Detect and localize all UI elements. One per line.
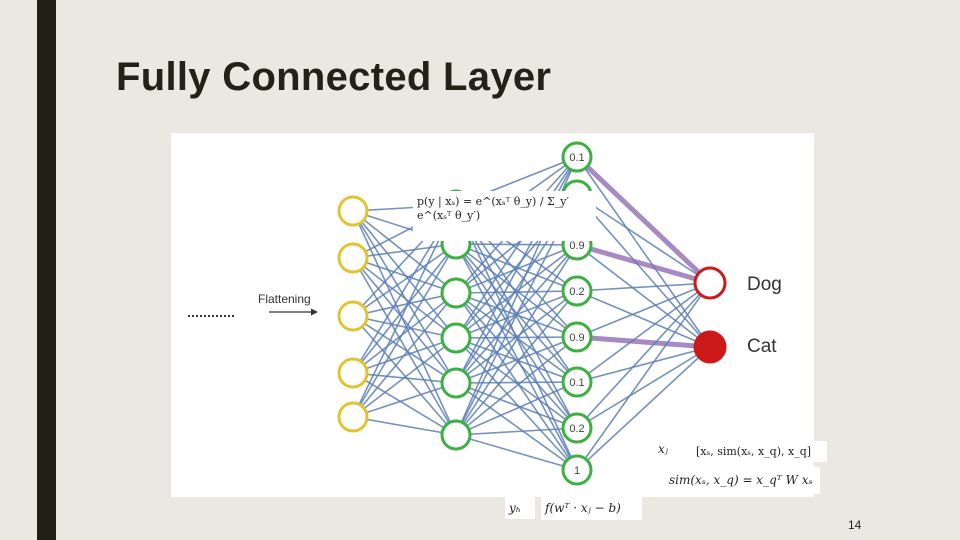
edge-input-hidden1 <box>352 292 457 418</box>
concat-label: xⱼ <box>655 442 675 460</box>
edge-hidden2-output <box>576 194 711 348</box>
edge-hidden1-hidden2 <box>455 243 578 471</box>
edge-hidden1-hidden2 <box>455 382 578 471</box>
output-formula: f(wᵀ · xⱼ − b) <box>541 496 642 520</box>
hidden2-node-value: 0.9 <box>569 332 584 344</box>
edge-hidden2-output <box>576 282 711 338</box>
output-formula-label: yₕ <box>505 497 535 519</box>
edge-hidden2-output <box>576 290 711 348</box>
hidden2-node <box>561 141 593 173</box>
concat-formula: [xₛ, sim(xₛ, x_q), x_q] <box>692 441 827 462</box>
edge-input-hidden1 <box>352 416 457 436</box>
input-node <box>337 300 369 332</box>
edge-hidden1-hidden2 <box>455 290 578 384</box>
hidden2-node <box>561 275 593 307</box>
softmax-formula-text: p(y | xₛ) = e^(xₛᵀ θ_y) / Σ_y′ e^(xₛᵀ θ_… <box>417 195 570 222</box>
output-label-cat: Cat <box>747 336 777 357</box>
edge-hidden2-output <box>576 346 711 383</box>
hidden2-node-value: 0.9 <box>569 240 584 252</box>
flatten-arrowhead <box>311 308 318 316</box>
slide-side-bar <box>37 0 56 540</box>
highlight-edge <box>575 155 712 285</box>
edge-input-hidden1 <box>352 292 457 374</box>
page-number: 14 <box>848 518 862 532</box>
highlight-edge <box>576 242 711 286</box>
edge-hidden2-output <box>576 282 711 429</box>
similarity-formula: sim(xₛ, x_q) = x_qᵀ W xₛ <box>664 467 820 494</box>
edge-input-hidden1 <box>352 257 457 294</box>
input-node <box>337 195 369 227</box>
hidden2-node-value: 0.1 <box>569 377 584 389</box>
highlight-edge <box>576 334 711 350</box>
edge-hidden1-hidden2 <box>455 427 578 436</box>
edge-hidden2-output <box>576 244 711 348</box>
hidden2-node <box>561 366 593 398</box>
edge-hidden2-output <box>576 282 711 383</box>
edge-input-hidden1 <box>352 315 457 384</box>
input-node <box>337 242 369 274</box>
hidden1-node <box>440 277 472 309</box>
hidden2-node-value: 1 <box>574 465 580 477</box>
input-node <box>337 401 369 433</box>
edge-input-hidden1 <box>352 257 457 384</box>
hidden1-node <box>440 367 472 399</box>
edge-input-hidden1 <box>352 315 457 339</box>
edge-input-hidden1 <box>352 257 457 339</box>
edge-hidden1-hidden2 <box>455 336 578 384</box>
hidden2-node-value: 0.2 <box>569 286 584 298</box>
hidden2-node-value: 0.2 <box>569 423 584 435</box>
hidden2-node <box>561 412 593 444</box>
edge-input-hidden1 <box>352 243 457 418</box>
edge-hidden2-output <box>576 194 711 284</box>
edge-input-hidden1 <box>352 337 457 418</box>
edge-hidden1-hidden2 <box>455 290 578 436</box>
edge-input-hidden1 <box>352 292 457 317</box>
slide-title: Fully Connected Layer <box>116 55 552 99</box>
hidden1-node <box>440 322 472 354</box>
edge-hidden2-output <box>576 282 711 471</box>
edge-input-hidden1 <box>352 243 457 259</box>
hidden2-node <box>561 454 593 486</box>
edge-input-hidden1 <box>352 257 457 436</box>
edge-hidden1-hidden2 <box>455 381 578 436</box>
edge-hidden1-hidden2 <box>455 244 578 339</box>
output-label-dog: Dog <box>747 274 782 295</box>
edge-hidden1-hidden2 <box>455 381 578 384</box>
hidden2-node <box>561 321 593 353</box>
softmax-formula: p(y | xₛ) = e^(xₛᵀ θ_y) / Σ_y′ e^(xₛᵀ θ_… <box>413 191 596 241</box>
hidden1-node <box>440 419 472 451</box>
edge-input-hidden1 <box>352 210 457 339</box>
edge-hidden2-output <box>576 282 711 292</box>
edge-hidden1-hidden2 <box>455 434 578 471</box>
edge-hidden2-output <box>576 346 711 471</box>
edge-input-hidden1 <box>352 243 457 317</box>
hidden2-node-value: 0.1 <box>569 152 584 164</box>
output-node-dog <box>693 266 727 300</box>
edge-hidden1-hidden2 <box>455 244 578 436</box>
edge-input-hidden1 <box>352 315 457 436</box>
edge-input-hidden1 <box>352 210 457 294</box>
output-node-cat <box>693 330 727 364</box>
flatten-label: Flattening <box>258 292 311 306</box>
edge-input-hidden1 <box>352 243 457 374</box>
edge-hidden1-hidden2 <box>455 156 578 339</box>
edge-hidden1-hidden2 <box>455 336 578 436</box>
input-node <box>337 357 369 389</box>
edge-input-hidden1 <box>352 382 457 418</box>
edge-hidden2-output <box>576 346 711 429</box>
